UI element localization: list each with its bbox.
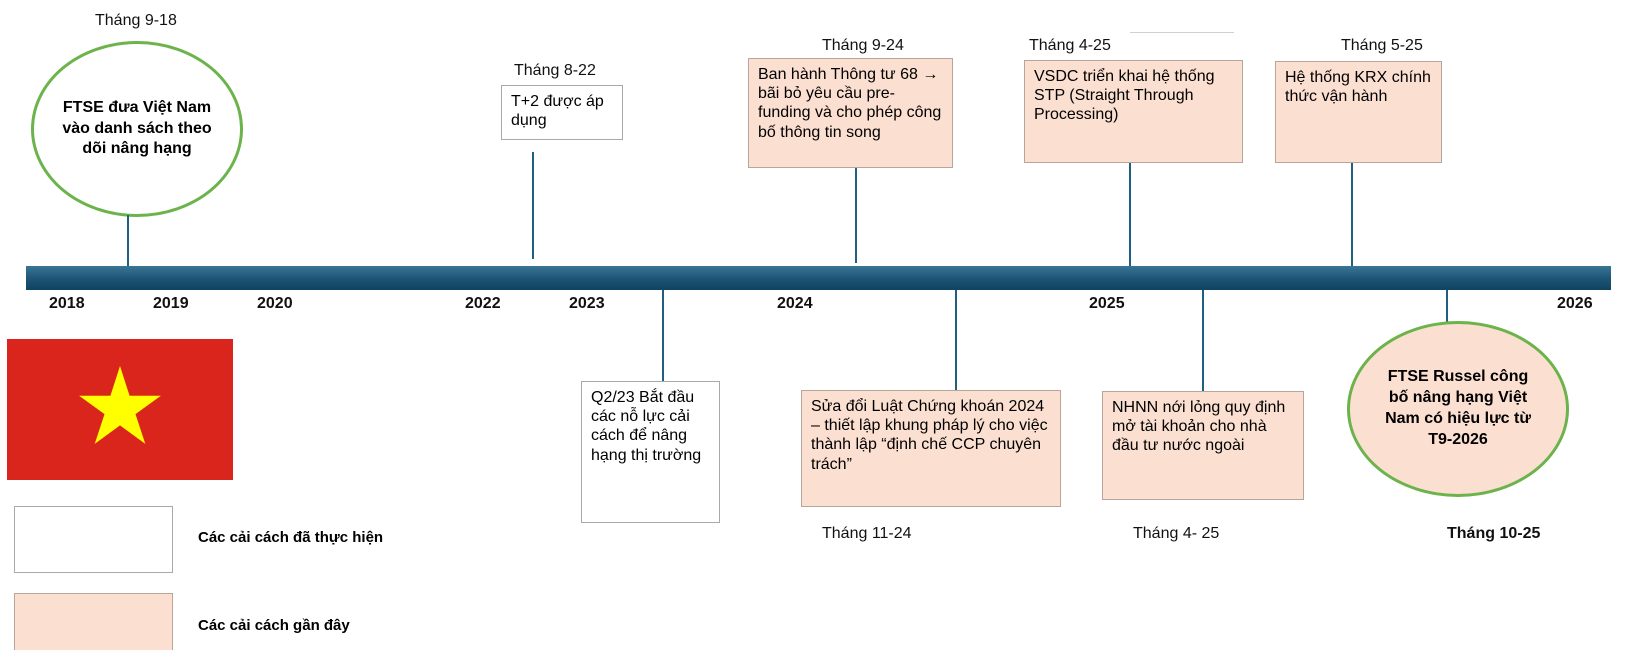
connector-securities-law <box>955 290 957 390</box>
year-label-2024: 2024 <box>777 295 813 312</box>
connector-vsdc-stp <box>1129 163 1131 266</box>
event-ftse-watchlist: FTSE đưa Việt Nam vào danh sách theo dõi… <box>31 41 243 217</box>
year-label-2022: 2022 <box>465 295 501 312</box>
event-securities-law-text: Sửa đổi Luật Chứng khoán 2024 – thiết lậ… <box>811 398 1048 473</box>
event-vsdc-stp-text: VSDC triển khai hệ thống STP (Straight T… <box>1034 68 1215 124</box>
event-date-t2: Tháng 8-22 <box>514 62 596 79</box>
event-sbv-accounts-text: NHNN nới lỏng quy định mở tài khoản cho … <box>1112 399 1286 455</box>
year-label-2025: 2025 <box>1089 295 1125 312</box>
event-securities-law: Sửa đổi Luật Chứng khoán 2024 – thiết lậ… <box>801 390 1061 507</box>
connector-circular68 <box>855 168 857 263</box>
connector-ftse-upgrade <box>1446 290 1448 323</box>
connector-ftse-watchlist <box>127 215 129 266</box>
year-label-2026: 2026 <box>1557 295 1593 312</box>
legend-swatch-recent <box>14 593 173 650</box>
connector-krx <box>1351 163 1353 266</box>
event-t2: T+2 được áp dụng <box>501 85 623 140</box>
event-ftse-upgrade-text: FTSE Russel công bố nâng hạng Việt Nam c… <box>1385 368 1531 448</box>
event-date-securities-law: Tháng 11-24 <box>822 525 912 542</box>
event-krx-text: Hệ thống KRX chính thức vận hành <box>1285 69 1431 106</box>
legend-label-implemented: Các cải cách đã thực hiện <box>198 529 384 546</box>
year-label-2018: 2018 <box>49 295 85 312</box>
event-date-krx: Tháng 5-25 <box>1341 37 1423 54</box>
divider-line <box>1130 32 1234 33</box>
year-label-2020: 2020 <box>257 295 293 312</box>
event-vsdc-stp: VSDC triển khai hệ thống STP (Straight T… <box>1024 60 1243 163</box>
legend-swatch-implemented <box>14 506 173 573</box>
event-krx: Hệ thống KRX chính thức vận hành <box>1275 61 1442 163</box>
year-label-2019: 2019 <box>153 295 189 312</box>
timeline-bar <box>26 266 1611 290</box>
event-date-ftse-upgrade: Tháng 10-25 <box>1447 525 1541 542</box>
event-t2-text: T+2 được áp dụng <box>511 93 604 130</box>
event-circular68-text: Ban hành Thông tư 68 → bãi bỏ yêu cầu pr… <box>758 66 942 141</box>
year-label-2023: 2023 <box>569 295 605 312</box>
event-ftse-upgrade: FTSE Russel công bố nâng hạng Việt Nam c… <box>1347 321 1569 497</box>
event-date-circular68: Tháng 9-24 <box>822 37 904 54</box>
legend-label-recent: Các cải cách gần đây <box>198 617 350 634</box>
event-date-vsdc-stp: Tháng 4-25 <box>1029 37 1111 54</box>
connector-sbv-accounts <box>1202 290 1204 391</box>
event-ftse-watchlist-text: FTSE đưa Việt Nam vào danh sách theo dõi… <box>62 98 212 158</box>
event-date-ftse-watchlist: Tháng 9-18 <box>95 12 177 29</box>
event-q2-23-text: Q2/23 Bắt đầu các nỗ lực cải cách để nân… <box>591 389 702 464</box>
vietnam-flag <box>7 339 233 480</box>
event-q2-23: Q2/23 Bắt đầu các nỗ lực cải cách để nân… <box>581 381 720 523</box>
flag-star-icon <box>79 366 161 444</box>
connector-t2 <box>532 152 534 259</box>
event-circular68: Ban hành Thông tư 68 → bãi bỏ yêu cầu pr… <box>748 58 953 168</box>
event-sbv-accounts: NHNN nới lỏng quy định mở tài khoản cho … <box>1102 391 1304 500</box>
event-date-sbv-accounts: Tháng 4- 25 <box>1133 525 1220 542</box>
connector-q2-23 <box>662 290 664 381</box>
